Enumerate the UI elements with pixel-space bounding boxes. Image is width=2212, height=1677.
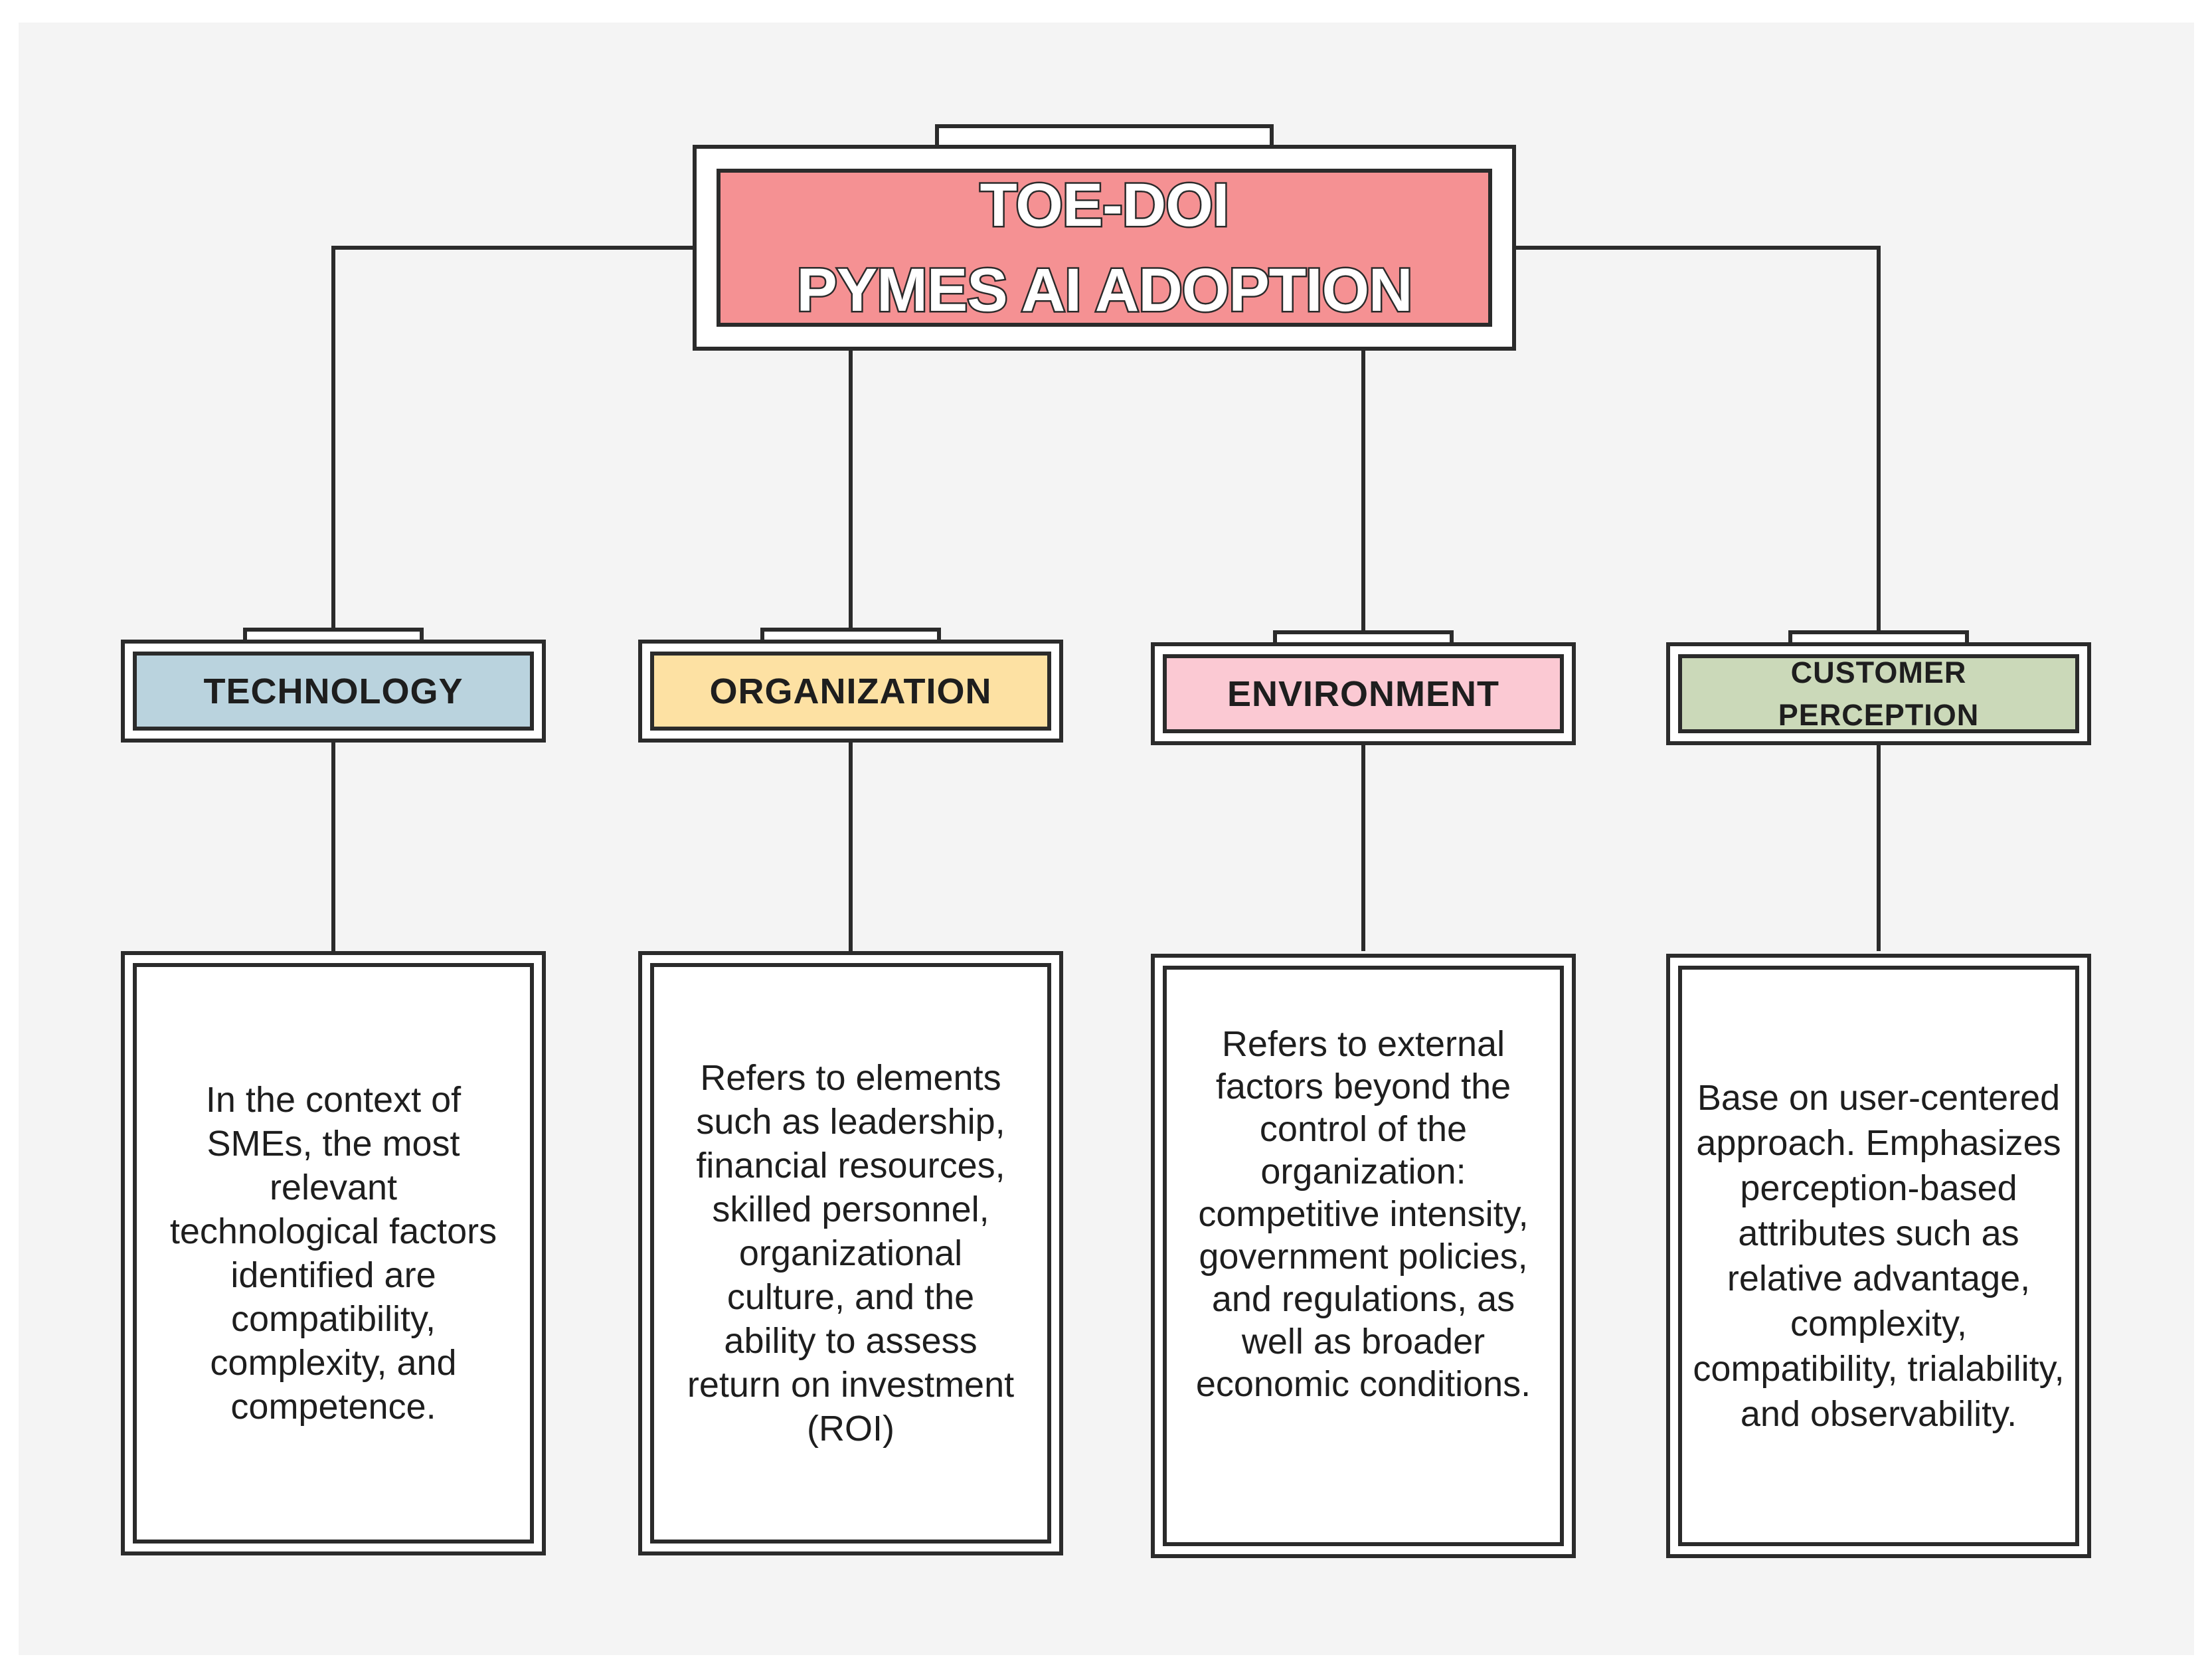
organization-description: Refers to elements such as leadership, f…: [687, 1058, 1015, 1449]
technology-inner: TECHNOLOGY: [133, 652, 534, 731]
customer-perception-box: CUSTOMER PERCEPTION: [1666, 642, 2091, 745]
title-line-2: PYMES AI ADOPTION: [795, 255, 1414, 326]
title-inner-box: TOE-DOI PYMES AI ADOPTION: [717, 169, 1492, 327]
organization-label: ORGANIZATION: [709, 671, 992, 711]
environment-label: ENVIRONMENT: [1227, 673, 1499, 714]
technology-label: TECHNOLOGY: [203, 671, 464, 711]
technology-box: TECHNOLOGY: [121, 640, 546, 743]
title-line-1: TOE-DOI: [978, 170, 1231, 241]
customer-perception-description-inner: Base on user-centered approach. Emphasiz…: [1678, 966, 2079, 1546]
connector-technology: [331, 246, 693, 640]
environment-box: ENVIRONMENT: [1151, 642, 1576, 745]
organization-description-inner: Refers to elements such as leadership, f…: [650, 963, 1051, 1544]
customer-perception-label: CUSTOMER PERCEPTION: [1778, 655, 1980, 732]
organization-description-box: Refers to elements such as leadership, f…: [638, 951, 1063, 1555]
customer-perception-description-box: Base on user-centered approach. Emphasiz…: [1666, 954, 2091, 1558]
connector-customer-perception: [1516, 246, 1881, 640]
technology-description-box: In the context of SMEs, the most relevan…: [121, 951, 546, 1555]
environment-inner: ENVIRONMENT: [1163, 654, 1564, 733]
organization-box: ORGANIZATION: [638, 640, 1063, 743]
environment-description-inner: Refers to external factors beyond the co…: [1163, 966, 1564, 1546]
organization-inner: ORGANIZATION: [650, 652, 1051, 731]
customer-perception-description: Base on user-centered approach. Emphasiz…: [1693, 1078, 2065, 1434]
technology-description: In the context of SMEs, the most relevan…: [169, 1080, 497, 1427]
title-box: TOE-DOI PYMES AI ADOPTION: [693, 145, 1516, 351]
customer-perception-inner: CUSTOMER PERCEPTION: [1678, 654, 2079, 733]
technology-description-inner: In the context of SMEs, the most relevan…: [133, 963, 534, 1544]
title-tab: [935, 124, 1274, 149]
environment-description: Refers to external factors beyond the co…: [1195, 1024, 1531, 1404]
environment-description-box: Refers to external factors beyond the co…: [1151, 954, 1576, 1558]
